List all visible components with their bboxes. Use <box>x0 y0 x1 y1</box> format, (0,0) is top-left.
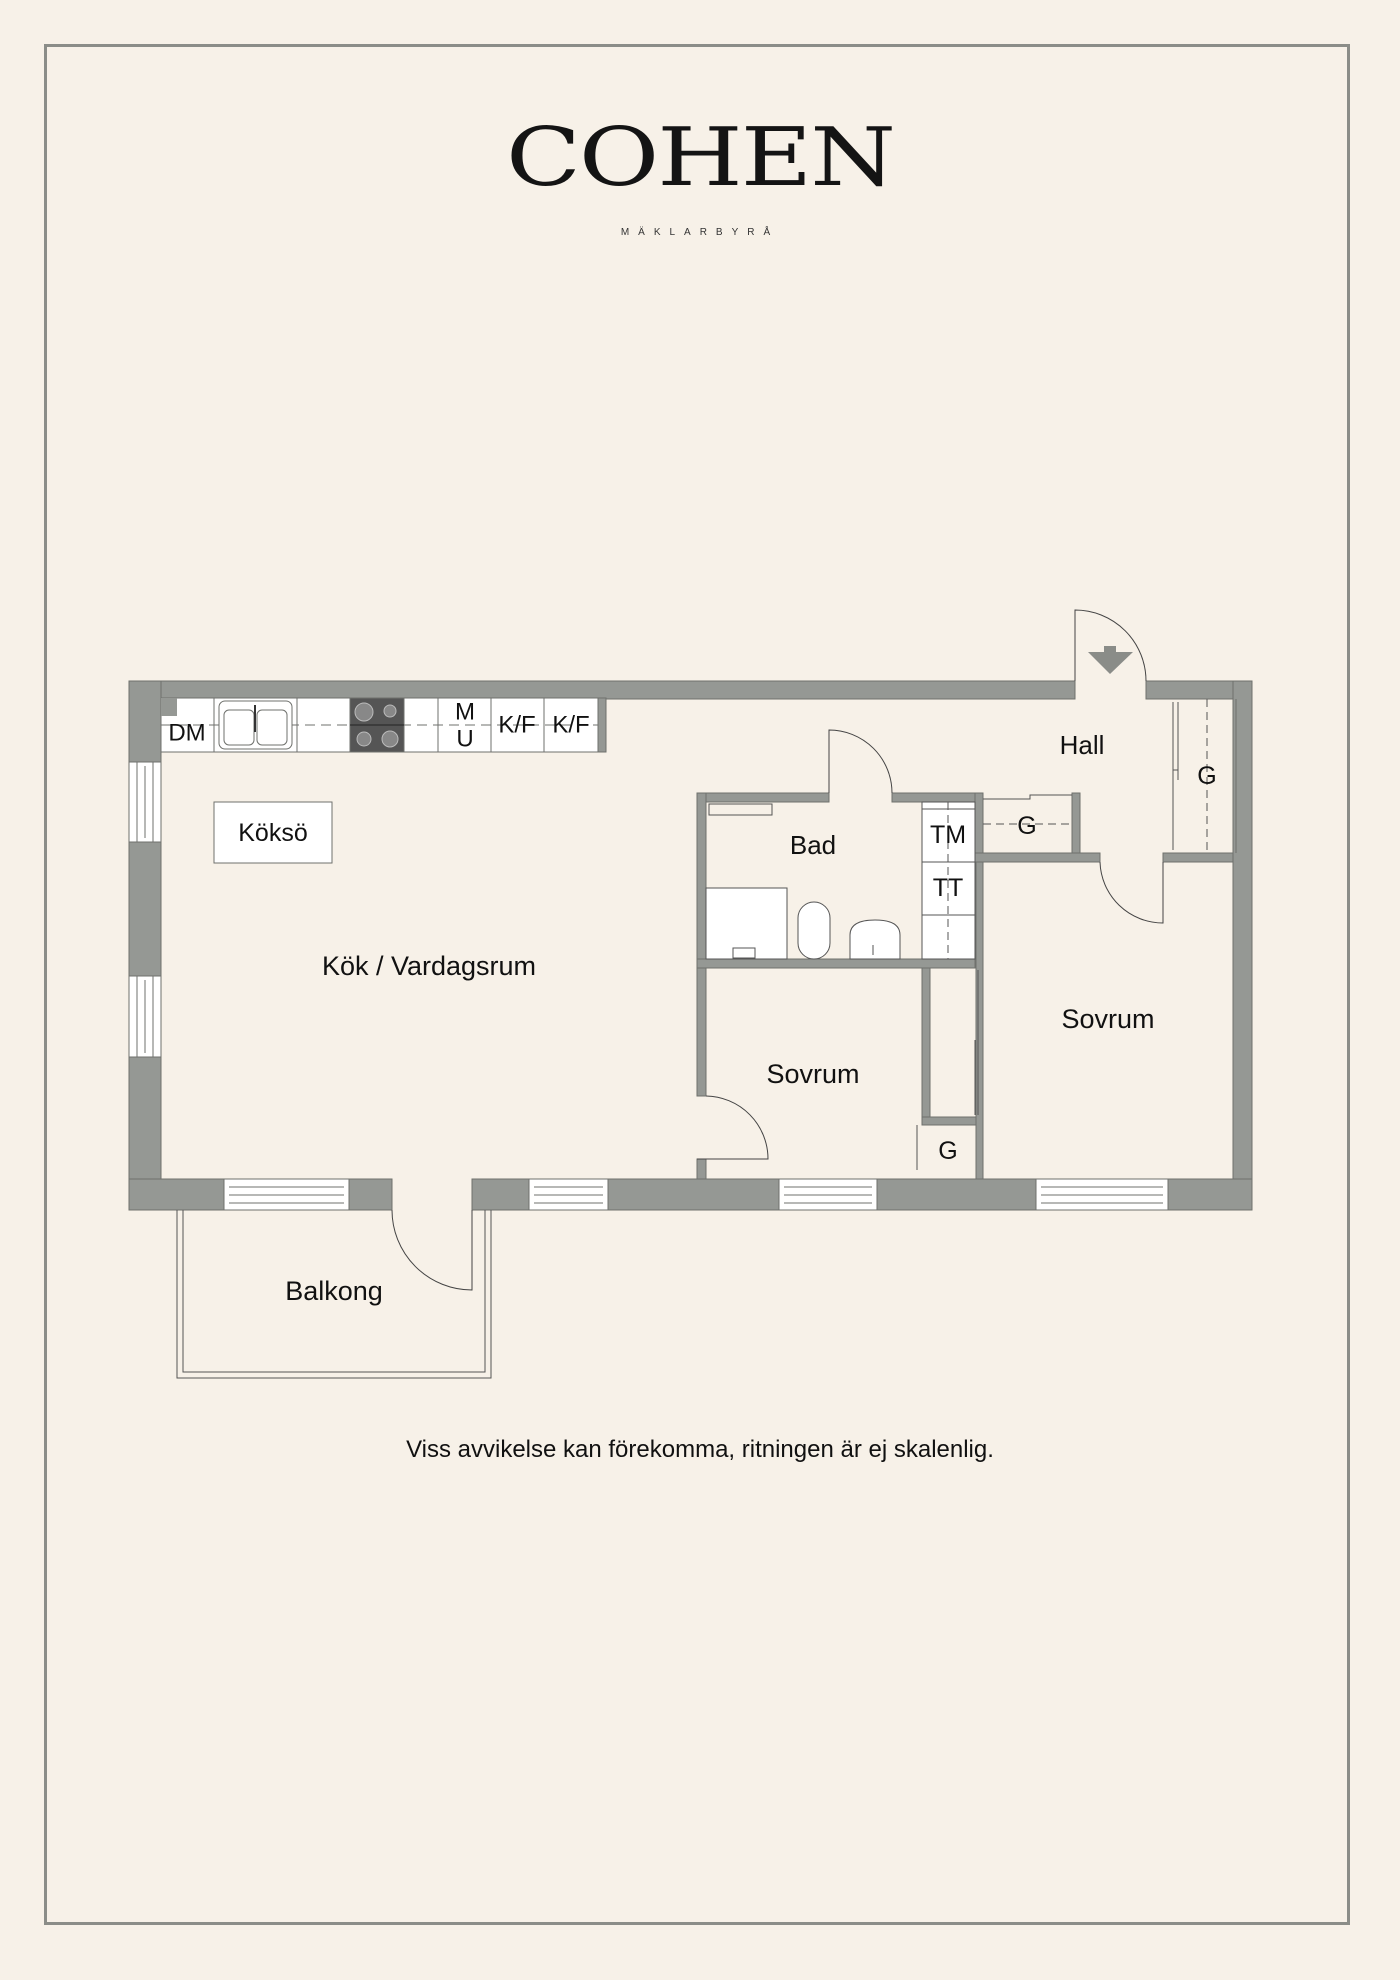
labels: DM M U K/F K/F Köksö Kök / Vardagsrum Ba… <box>168 699 1216 1307</box>
label-bedroom-1: Sovrum <box>766 1059 859 1089</box>
label-closet-hall: G <box>1197 762 1216 790</box>
wall-bed1-left-bottom <box>696 1158 707 1180</box>
wall-left-2 <box>128 841 162 977</box>
doors <box>391 609 1164 1291</box>
wall-closet-bottom <box>974 852 1101 863</box>
bedroom-2-door[interactable] <box>1099 861 1164 924</box>
label-kitchen-island: Köksö <box>238 819 307 847</box>
walls <box>128 680 1253 1211</box>
windows <box>128 761 1169 1211</box>
wall-bath-bottom <box>696 958 983 969</box>
wall-bottom-2 <box>348 1178 393 1211</box>
wall-wardrobe-left <box>921 967 931 1126</box>
wall-hall-bottom-right <box>1162 852 1234 863</box>
kitchen-island <box>213 801 333 864</box>
wall-bottom-1 <box>128 1178 225 1211</box>
bedroom-1-door[interactable] <box>697 1095 769 1160</box>
wall-wardrobe-bottom <box>921 1116 984 1126</box>
wall-counter-end <box>597 697 607 753</box>
kitchen-counter <box>160 697 599 753</box>
label-kitchen-living: Kök / Vardagsrum <box>322 951 536 981</box>
wall-bath-left <box>696 792 707 1097</box>
wall-bottom-6 <box>1167 1178 1253 1211</box>
toilet-icon <box>797 901 831 960</box>
wall-top-left <box>128 680 1076 700</box>
label-closet-bedroom: G <box>938 1137 957 1165</box>
label-washing-machine: TM <box>930 821 966 849</box>
entrance-door[interactable] <box>1074 609 1147 682</box>
wall-closet-right <box>1071 792 1081 863</box>
label-hall: Hall <box>1060 730 1105 760</box>
label-bathroom: Bad <box>790 830 836 860</box>
label-dishwasher: DM <box>168 720 205 747</box>
wall-bottom-5 <box>876 1178 1037 1211</box>
brand-logo: COHEN <box>505 111 896 205</box>
label-dryer: TT <box>933 874 964 902</box>
balcony-outline <box>176 1210 492 1379</box>
wall-bed2-left <box>975 861 984 1180</box>
wall-bath-top-left <box>696 792 830 803</box>
bathroom-door[interactable] <box>828 729 893 794</box>
page-frame <box>44 44 1350 1925</box>
bathroom-fixtures <box>705 801 976 960</box>
label-fridge-freezer-1: K/F <box>498 712 535 739</box>
label-balcony: Balkong <box>285 1276 383 1306</box>
washbasin-icon <box>849 919 901 960</box>
balcony-door[interactable] <box>391 1209 473 1291</box>
label-fridge-freezer-2: K/F <box>552 712 589 739</box>
shower-area <box>705 887 788 960</box>
label-microwave-bottom: U <box>456 726 473 753</box>
closets <box>916 699 1237 1170</box>
entrance-arrow-icon <box>1088 652 1133 674</box>
label-bedroom-2: Sovrum <box>1061 1004 1154 1034</box>
wall-left-1 <box>128 680 162 763</box>
wall-bottom-3 <box>471 1178 530 1211</box>
disclaimer: Viss avvikelse kan förekomma, ritningen … <box>406 1436 994 1463</box>
bath-shelf <box>708 803 773 816</box>
label-microwave-top: M <box>455 699 475 726</box>
wall-bath-top-right <box>891 792 983 803</box>
wall-bottom-4 <box>607 1178 780 1211</box>
brand-subtitle: MÄKLARBYRÅ <box>620 227 780 238</box>
label-closet-small: G <box>1017 812 1036 840</box>
